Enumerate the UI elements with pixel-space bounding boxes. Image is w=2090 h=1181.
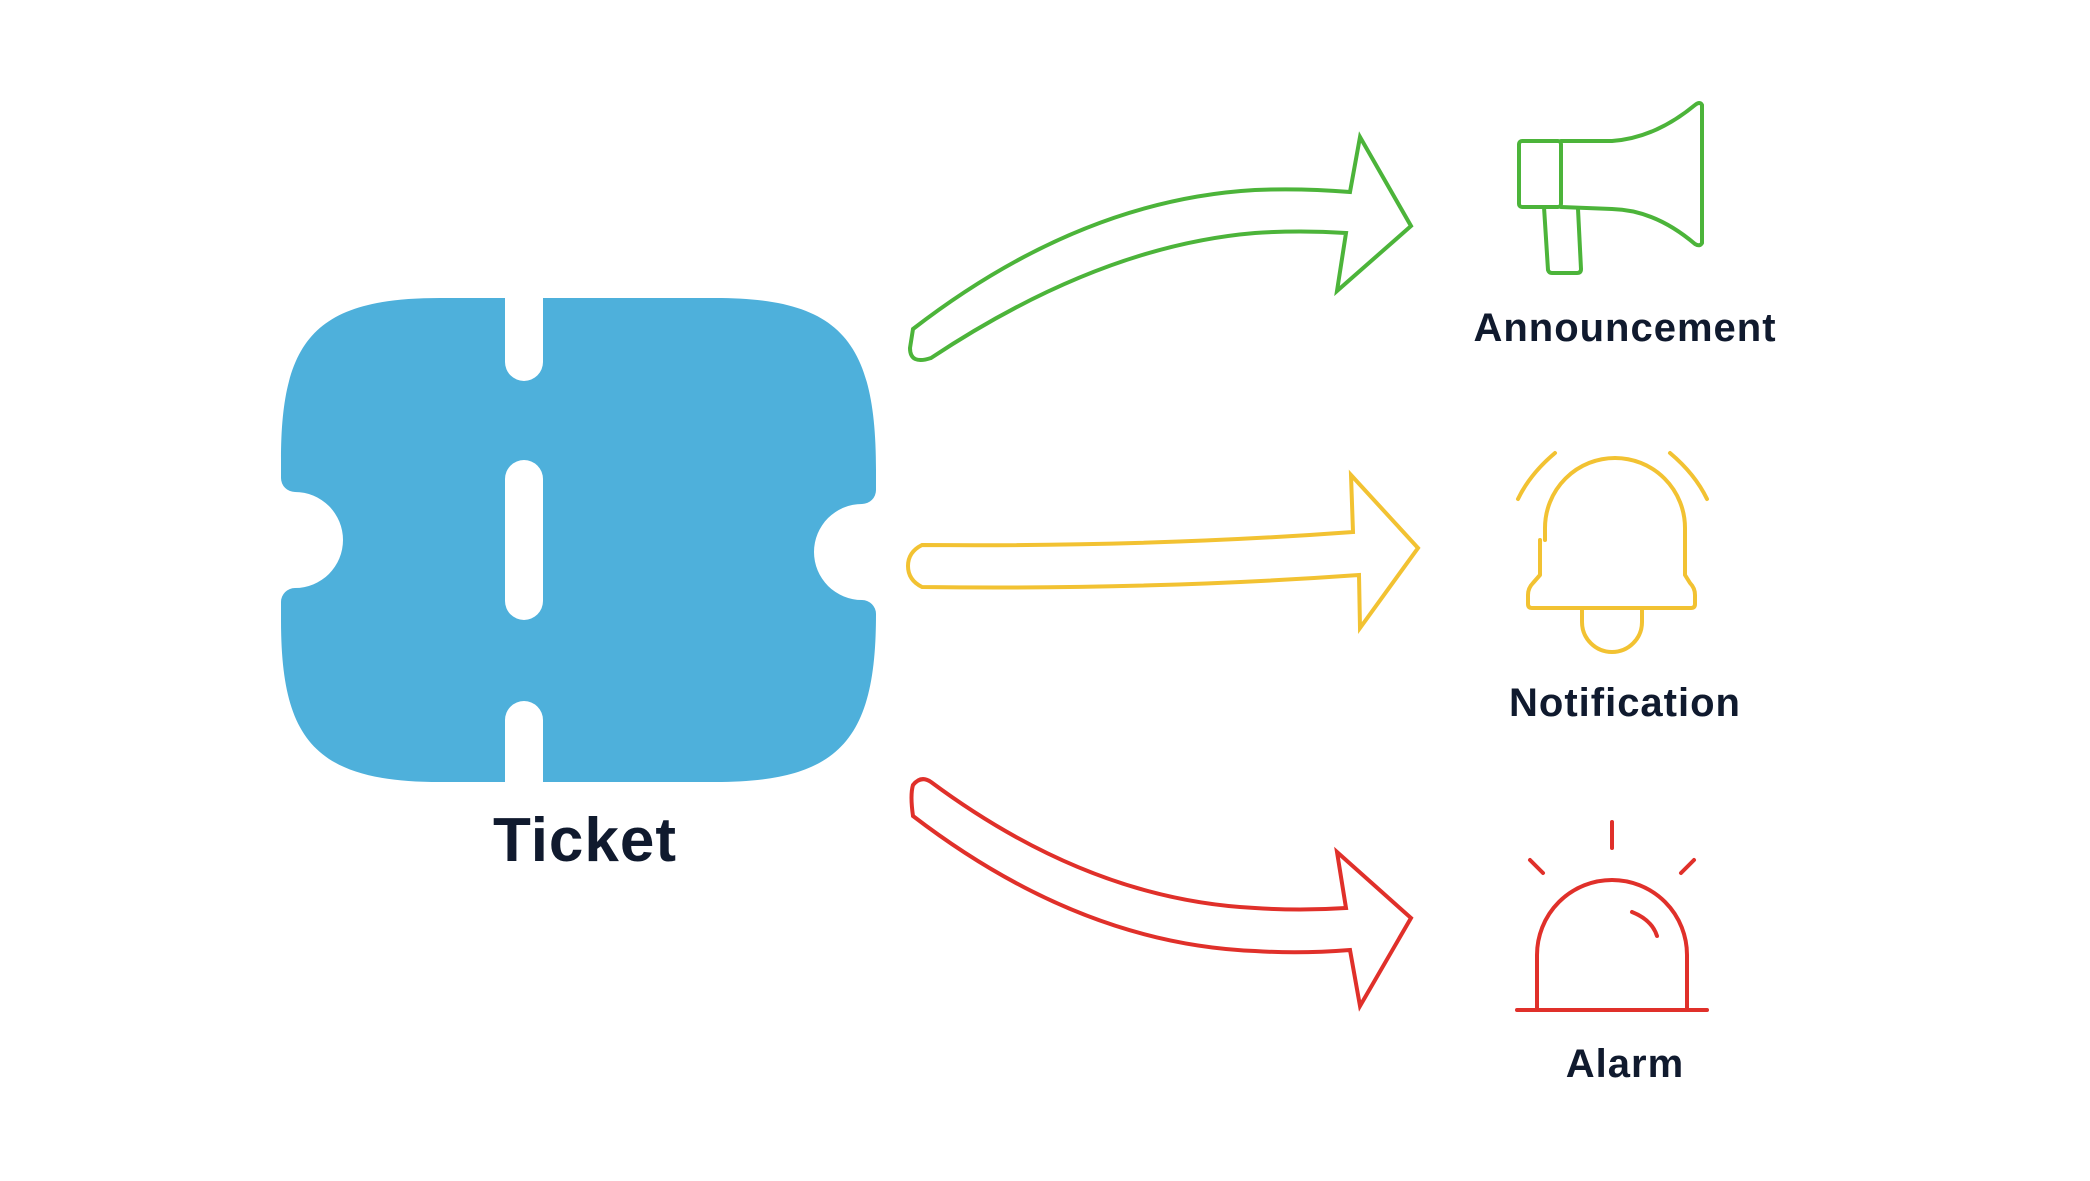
alarm-label: Alarm <box>1565 1042 1685 1086</box>
arrow-notification <box>905 469 1421 635</box>
notification-label: Notification <box>1509 681 1741 725</box>
arrow-announcement <box>907 131 1414 362</box>
ticket-icon <box>281 298 876 782</box>
announcement-label: Announcement <box>1473 306 1777 350</box>
siren-icon <box>1515 820 1709 1012</box>
ticket-label: Ticket <box>492 806 678 875</box>
megaphone-icon <box>1517 101 1704 275</box>
bell-icon <box>1516 451 1709 654</box>
arrow-alarm <box>909 777 1414 1012</box>
